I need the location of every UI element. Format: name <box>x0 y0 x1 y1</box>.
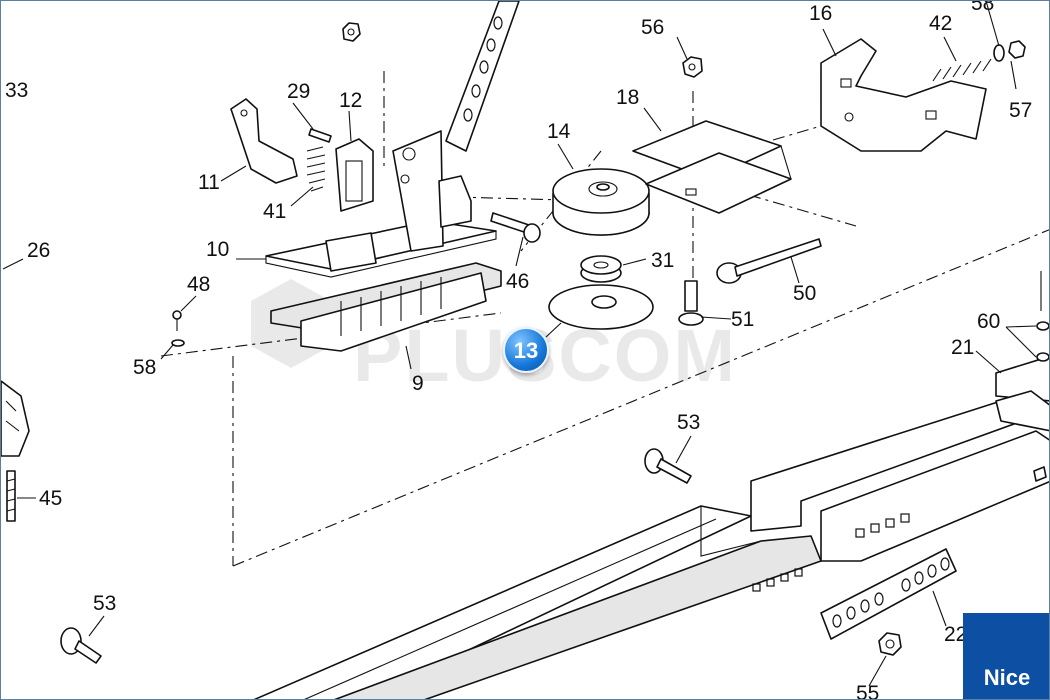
callout-53-upper: 53 <box>677 411 700 434</box>
perforated-arm <box>445 1 520 152</box>
selected-part-number: 13 <box>513 338 539 363</box>
screw-53-lower <box>60 627 102 664</box>
selected-part-marker[interactable]: 13 <box>503 327 549 373</box>
callout-56: 56 <box>641 16 664 39</box>
callout-11: 11 <box>198 171 220 194</box>
callout-42: 42 <box>929 12 952 35</box>
callout-33: 33 <box>5 79 28 102</box>
nut-top <box>342 22 361 42</box>
callout-9: 9 <box>412 372 424 395</box>
callout-51: 51 <box>731 308 754 331</box>
callout-31: 31 <box>651 249 674 272</box>
callout-46: 46 <box>506 270 529 293</box>
spring-42 <box>932 58 992 82</box>
callout-41: 41 <box>263 200 286 223</box>
spring-41 <box>306 146 326 192</box>
callout-45: 45 <box>39 487 62 510</box>
bracket-16 <box>820 38 987 152</box>
callout-10: 10 <box>206 238 229 261</box>
perforated-bracket <box>820 548 957 640</box>
callout-12: 12 <box>339 89 362 112</box>
gear-14 <box>552 168 650 236</box>
callout-50: 50 <box>793 282 816 305</box>
callout-14: 14 <box>547 120 571 143</box>
nut-55 <box>878 632 902 656</box>
slide-12 <box>335 138 374 212</box>
washer-disc <box>548 284 654 330</box>
callout-48: 48 <box>187 273 210 296</box>
brand-logo-text: Nice <box>983 665 1031 690</box>
callout-26: 26 <box>27 239 50 262</box>
callout-58: 58 <box>133 356 156 379</box>
brand-logo: Nice <box>963 613 1049 699</box>
callout-53-lower: 53 <box>93 592 116 615</box>
carriage <box>265 130 502 352</box>
washer-58 <box>171 339 185 347</box>
plate-18 <box>632 120 792 214</box>
right-carriage <box>995 271 1049 482</box>
screw-51 <box>678 280 704 326</box>
rail <box>253 400 1049 699</box>
callout-55: 55 <box>856 682 879 700</box>
washer-nut-57 <box>993 40 1026 62</box>
callout-57: 57 <box>1009 99 1032 122</box>
callout-58-top: 58 <box>971 1 994 15</box>
callout-18: 18 <box>616 86 639 109</box>
left-handle <box>1 380 30 522</box>
screw-46 <box>490 212 541 243</box>
callout-16: 16 <box>809 2 832 25</box>
bolt-50 <box>716 238 822 284</box>
pin-29 <box>308 128 332 143</box>
screw-53-upper <box>644 448 692 484</box>
spacer-31 <box>580 255 622 283</box>
callout-22: 22 <box>944 623 967 646</box>
callout-60: 60 <box>977 310 1000 333</box>
screw-48 <box>172 310 182 331</box>
lever-11 <box>230 98 298 184</box>
callout-29: 29 <box>287 80 310 103</box>
nut-56 <box>682 56 703 78</box>
callout-21: 21 <box>951 336 974 359</box>
